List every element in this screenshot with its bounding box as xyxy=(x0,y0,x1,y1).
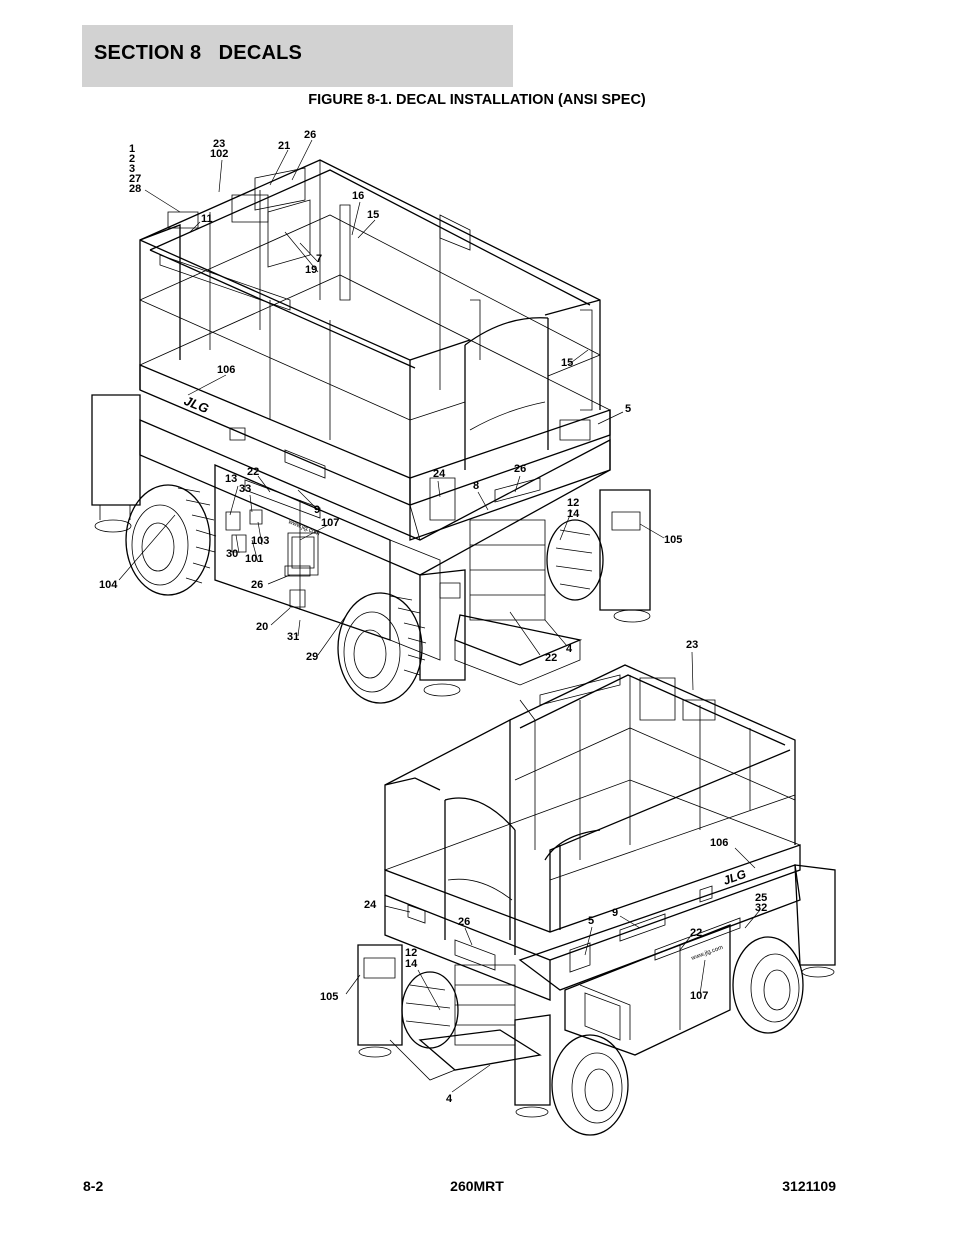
callout-27: 27 xyxy=(129,173,141,185)
wheel-front-left xyxy=(337,592,427,704)
callout-4: 4 xyxy=(566,643,573,655)
wheel-front-left-b xyxy=(551,1034,629,1136)
callout-13: 13 xyxy=(225,473,237,485)
callout-3: 3 xyxy=(129,163,135,175)
callout-b-26: 26 xyxy=(458,916,470,928)
top-machine-view: www.jlg.com JLG xyxy=(91,129,682,704)
jlg-logo-decal-top: JLG xyxy=(182,393,211,416)
callout-b-23: 23 xyxy=(686,639,698,651)
callout-106: 106 xyxy=(217,364,235,376)
callout-b-106: 106 xyxy=(710,837,728,849)
wheel-rear-left xyxy=(125,484,217,596)
callout-b-105: 105 xyxy=(320,991,338,1003)
section-title: SECTION 8 DECALS xyxy=(94,42,303,64)
callout-b-22: 22 xyxy=(690,927,702,939)
callout-1: 1 xyxy=(129,143,135,155)
callout-b-4: 4 xyxy=(446,1093,453,1105)
callout-15-upper: 15 xyxy=(367,209,379,221)
callout-15-lower: 15 xyxy=(561,357,573,369)
callout-33: 33 xyxy=(239,483,251,495)
wheel-front-right-b xyxy=(732,936,804,1034)
bottom-guardrails xyxy=(384,664,796,955)
callout-28: 28 xyxy=(129,183,141,195)
callout-b-24: 24 xyxy=(364,899,377,911)
callout-26-base: 26 xyxy=(251,579,263,591)
footer-page-number: 8-2 xyxy=(83,1178,104,1194)
callout-5: 5 xyxy=(625,403,631,415)
callout-104: 104 xyxy=(99,579,118,591)
callout-b-25: 25 xyxy=(755,892,767,904)
callout-b-12: 12 xyxy=(405,947,417,959)
callout-101: 101 xyxy=(245,553,263,565)
callout-26-platform: 26 xyxy=(514,463,526,475)
footer-model: 260MRT xyxy=(450,1178,504,1194)
callout-19: 19 xyxy=(305,264,317,276)
section-header-band: SECTION 8 DECALS xyxy=(82,25,513,87)
wheel-rear-right xyxy=(546,519,604,601)
callout-2: 2 xyxy=(129,153,135,165)
callout-16: 16 xyxy=(352,190,364,202)
callout-b-5: 5 xyxy=(588,915,594,927)
callout-7: 7 xyxy=(316,253,322,265)
callout-102: 102 xyxy=(210,148,228,160)
callout-21: 21 xyxy=(278,140,290,152)
callout-30: 30 xyxy=(226,548,238,560)
callout-22-step: 22 xyxy=(545,652,557,664)
callout-103: 103 xyxy=(251,535,269,547)
top-guardrails xyxy=(139,159,601,505)
callout-29: 29 xyxy=(306,651,318,663)
figure-title: FIGURE 8-1. DECAL INSTALLATION (ANSI SPE… xyxy=(308,92,646,108)
callout-105: 105 xyxy=(664,534,682,546)
callout-12: 12 xyxy=(567,497,579,509)
callout-31: 31 xyxy=(287,631,299,643)
callout-b-32: 32 xyxy=(755,902,767,914)
callout-22-base: 22 xyxy=(247,466,259,478)
callout-b-9: 9 xyxy=(612,907,618,919)
callout-b-107: 107 xyxy=(690,990,708,1002)
callout-b-14: 14 xyxy=(405,958,418,970)
callout-9: 9 xyxy=(314,504,320,516)
callout-107: 107 xyxy=(321,517,339,529)
url-decal-bottom: www.jlg.com xyxy=(690,945,724,962)
callout-20: 20 xyxy=(256,621,268,633)
callout-8: 8 xyxy=(473,480,479,492)
footer-doc-number: 3121109 xyxy=(782,1178,836,1194)
callout-11: 11 xyxy=(201,213,213,225)
bottom-machine-view: www.jlg.com xyxy=(320,639,836,1136)
callout-14: 14 xyxy=(567,508,580,520)
callout-26-rail: 26 xyxy=(304,129,316,141)
callout-23: 23 xyxy=(213,138,225,150)
url-decal-top: www.jlg.com xyxy=(286,519,320,537)
callout-24: 24 xyxy=(433,468,446,480)
jlg-logo-decal-bottom: JLG xyxy=(721,867,748,888)
